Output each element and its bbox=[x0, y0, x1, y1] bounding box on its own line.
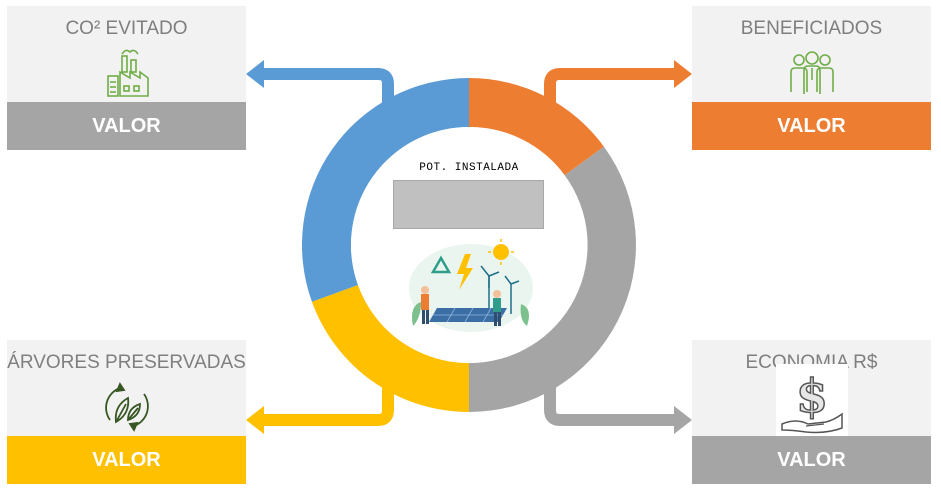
dollar-hand-icon: $ bbox=[775, 364, 848, 436]
card-savings: ECONOMIA R$ $ VALOR bbox=[692, 340, 931, 484]
card-co2-avoided: CO² EVITADO VALOR bbox=[7, 6, 246, 150]
people-group-icon bbox=[785, 46, 839, 100]
arrow-blue bbox=[262, 68, 394, 112]
card-title: BENEFICIADOS bbox=[740, 18, 883, 39]
factory-icon bbox=[100, 46, 154, 100]
card-value: VALOR bbox=[692, 436, 931, 484]
arrowhead-gray bbox=[674, 406, 692, 434]
card-value: VALOR bbox=[692, 102, 931, 150]
arrow-orange bbox=[544, 68, 678, 112]
svg-text:$: $ bbox=[795, 369, 827, 423]
arrowhead-orange bbox=[674, 60, 692, 88]
leaves-cycle-icon bbox=[100, 380, 154, 434]
ring-segment-orange bbox=[469, 78, 604, 176]
ring-segment-gray bbox=[469, 146, 636, 412]
arrow-gray bbox=[544, 378, 678, 426]
card-title: ÁRVORES PRESERVADAS bbox=[7, 352, 246, 373]
arrow-yellow bbox=[262, 378, 394, 426]
card-value: VALOR bbox=[7, 102, 246, 150]
card-trees-preserved: ÁRVORES PRESERVADAS VALOR bbox=[7, 340, 246, 484]
card-beneficiaries: BENEFICIADOS VALOR bbox=[692, 6, 931, 150]
ring-segment-yellow bbox=[311, 285, 469, 412]
renewable-energy-illustration bbox=[407, 236, 535, 335]
center-label: POT. INSTALADA bbox=[419, 162, 519, 174]
installed-power-value-box bbox=[393, 180, 544, 229]
arrowhead-yellow bbox=[246, 406, 264, 434]
card-title: CO² EVITADO bbox=[65, 18, 188, 39]
card-value: VALOR bbox=[7, 436, 246, 484]
ring-segment-blue bbox=[301, 77, 469, 302]
arrowhead-blue bbox=[246, 60, 264, 88]
